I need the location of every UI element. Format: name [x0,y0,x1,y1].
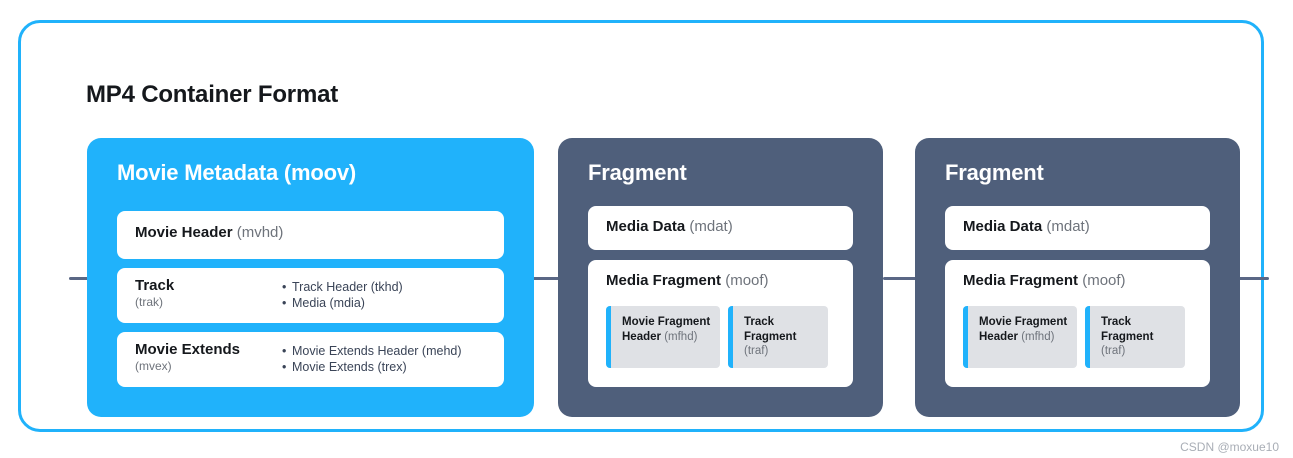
fragment-1-media-data-label: Media Data (mdat) [606,218,733,235]
movie-header-name: Movie Header [135,224,233,241]
moov-card-movie-extends: Movie Extends (mvex) •Movie Extends Head… [117,332,504,387]
fragment-2-mfhd-code: (mfhd) [1021,330,1055,343]
watermark: CSDN @moxue10 [1180,440,1279,454]
list-item: •Movie Extends (trex) [282,360,407,374]
track-label: Track (trak) [135,277,174,310]
fragment-1-moof-label: Media Fragment (moof) [606,272,769,289]
track-bullet-0: Track Header (tkhd) [292,280,403,294]
movie-header-label: Movie Header (mvhd) [135,224,283,241]
fragment-2-moof-name: Media Fragment [963,272,1079,289]
fragment-2-media-data-label: Media Data (mdat) [963,218,1090,235]
fragment-2-title: Fragment [945,160,1044,185]
movie-extends-name: Movie Extends [135,341,241,358]
track-name: Track [135,277,175,294]
fragment-1-moof-name: Media Fragment [606,272,722,289]
movie-extends-bullet-0: Movie Extends Header (mehd) [292,344,462,358]
fragment-2-mdat-name: Media Data [963,218,1043,235]
fragment-1-subbox-mfhd: Movie Fragment Header (mfhd) [606,306,720,368]
fragment-1-traf-label: Track Fragment (traf) [744,315,822,359]
list-item: •Track Header (tkhd) [282,280,403,294]
movie-metadata-title: Movie Metadata (moov) [117,160,357,185]
connector-line-right [1237,277,1269,280]
movie-extends-code: (mvex) [135,359,172,373]
fragment-2-traf-label: Track Fragment (traf) [1101,315,1179,359]
fragment-2-traf-name: Track Fragment [1101,316,1154,343]
fragment-1-mfhd-code: (mfhd) [664,330,698,343]
mp4-container-frame: MP4 Container Format Movie Metadata (moo… [18,20,1269,432]
fragment-2-subbox-mfhd: Movie Fragment Header (mfhd) [963,306,1077,368]
fragment-1-traf-name: Track Fragment [744,316,797,343]
fragment-1-mfhd-name: Movie Fragment Header [622,316,711,343]
fragment-1-mfhd-label: Movie Fragment Header (mfhd) [622,315,714,344]
fragment-1-media-data-card: Media Data (mdat) [588,206,853,250]
list-item: •Movie Extends Header (mehd) [282,344,462,358]
movie-metadata-panel: Movie Metadata (moov) Movie Header (mvhd… [87,138,534,417]
moov-card-movie-header: Movie Header (mvhd) [117,211,504,259]
fragment-2-moof-code: (moof) [1082,272,1126,289]
fragment-2-subbox-traf: Track Fragment (traf) [1085,306,1185,368]
accent-bar [728,306,733,368]
track-bullet-list: •Track Header (tkhd) •Media (mdia) [282,279,403,311]
fragment-1-mdat-code: (mdat) [689,218,733,235]
accent-bar [1085,306,1090,368]
fragment-2-moof-label: Media Fragment (moof) [963,272,1126,289]
fragment-1-media-fragment-card: Media Fragment (moof) Movie Fragment Hea… [588,260,853,387]
connector-line-fragment1-fragment2 [883,277,923,280]
fragment-2-traf-code: (traf) [1101,345,1126,357]
fragment-2-media-fragment-card: Media Fragment (moof) Movie Fragment Hea… [945,260,1210,387]
list-item: •Media (mdia) [282,296,365,310]
movie-extends-bullet-1: Movie Extends (trex) [292,360,407,374]
fragment-1-title: Fragment [588,160,687,185]
track-bullet-1: Media (mdia) [292,296,365,310]
connector-line-moov-fragment1 [526,277,566,280]
fragment-2-mdat-code: (mdat) [1046,218,1090,235]
fragment-2-mfhd-label: Movie Fragment Header (mfhd) [979,315,1071,344]
fragment-panel-1: Fragment Media Data (mdat) Media Fragmen… [558,138,883,417]
fragment-1-moof-code: (moof) [725,272,769,289]
fragment-2-mfhd-name: Movie Fragment Header [979,316,1068,343]
moov-card-track: Track (trak) •Track Header (tkhd) •Media… [117,268,504,323]
movie-extends-bullet-list: •Movie Extends Header (mehd) •Movie Exte… [282,343,462,375]
accent-bar [963,306,968,368]
accent-bar [606,306,611,368]
fragment-1-mdat-name: Media Data [606,218,686,235]
movie-extends-label: Movie Extends (mvex) [135,341,240,374]
fragment-1-subbox-traf: Track Fragment (traf) [728,306,828,368]
fragment-2-media-data-card: Media Data (mdat) [945,206,1210,250]
fragment-1-traf-code: (traf) [744,345,769,357]
movie-header-code: (mvhd) [236,224,284,241]
track-code: (trak) [135,295,163,309]
page-title: MP4 Container Format [86,81,339,108]
fragment-panel-2: Fragment Media Data (mdat) Media Fragmen… [915,138,1240,417]
